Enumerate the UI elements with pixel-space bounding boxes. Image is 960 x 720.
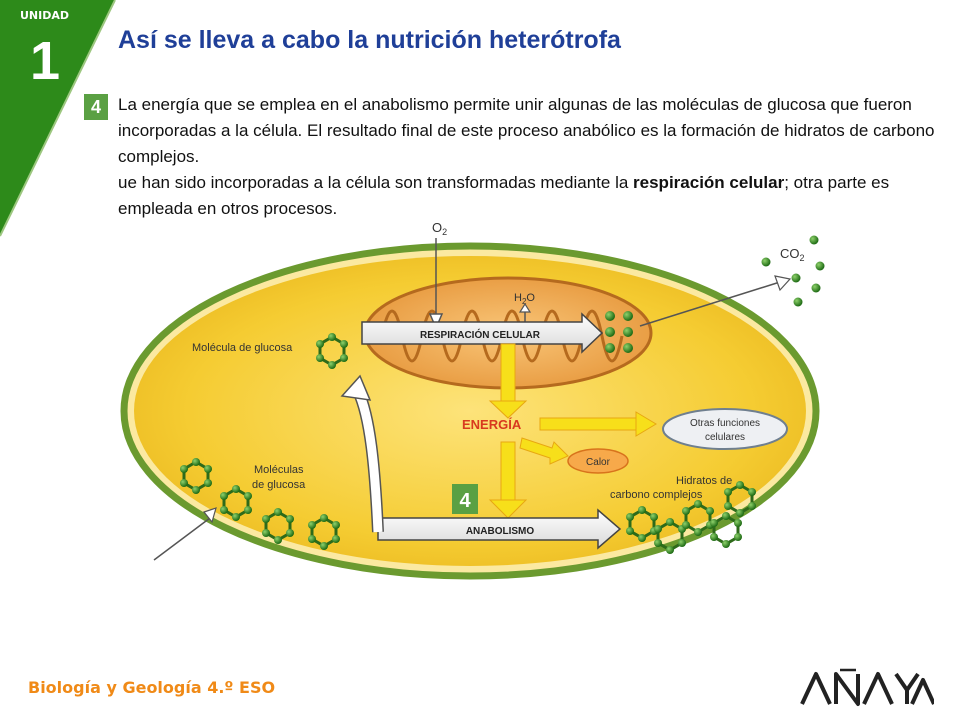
nutrition-diagram: O2 H2O RESPIRACIÓN CELULAR CO2: [120, 216, 840, 596]
paragraph-line-2: ue han sido incorporadas a la célula son…: [118, 170, 938, 222]
other-functions-label-2: celulares: [705, 432, 745, 443]
heat-label: Calor: [586, 457, 611, 468]
other-functions-oval: [663, 409, 787, 449]
complex-carbs-label-2: carbono complejos: [610, 489, 703, 501]
other-functions-label-1: Otras funciones: [690, 418, 760, 429]
unit-number: 1: [30, 30, 60, 92]
paragraph-line-1: La energía que se emplea en el anabolism…: [118, 92, 938, 170]
glucose-molecules-label-1: Moléculas: [254, 464, 304, 476]
footer-course: Biología y Geología 4.º ESO: [28, 678, 275, 697]
paragraph-bold-respiration: respiración celular: [633, 173, 784, 192]
paragraph-text-a: ue han sido incorporadas a la célula son…: [118, 173, 633, 192]
glucose-molecules-label-2: de glucosa: [252, 479, 306, 491]
glucose-entry-arrow: [154, 508, 216, 560]
complex-carbs-label-1: Hidratos de: [676, 475, 732, 487]
anabolism-label: ANABOLISMO: [466, 526, 535, 537]
svg-text:CO2: CO2: [780, 246, 805, 263]
co2-label: CO2: [780, 246, 805, 263]
glucose-molecule-label: Molécula de glucosa: [192, 342, 293, 354]
body-paragraph: La energía que se emplea en el anabolism…: [118, 92, 938, 222]
svg-text:O2: O2: [432, 220, 447, 237]
page-title: Así se lleva a cabo la nutrición heterót…: [118, 26, 621, 55]
unit-label: UNIDAD: [20, 9, 69, 22]
o2-label: O2: [432, 220, 447, 237]
respiration-label: RESPIRACIÓN CELULAR: [420, 328, 541, 341]
diagram-step-number: 4: [459, 490, 471, 512]
anaya-logo: [800, 668, 934, 708]
energy-label: ENERGÍA: [462, 417, 522, 432]
step-badge: 4: [84, 94, 108, 120]
